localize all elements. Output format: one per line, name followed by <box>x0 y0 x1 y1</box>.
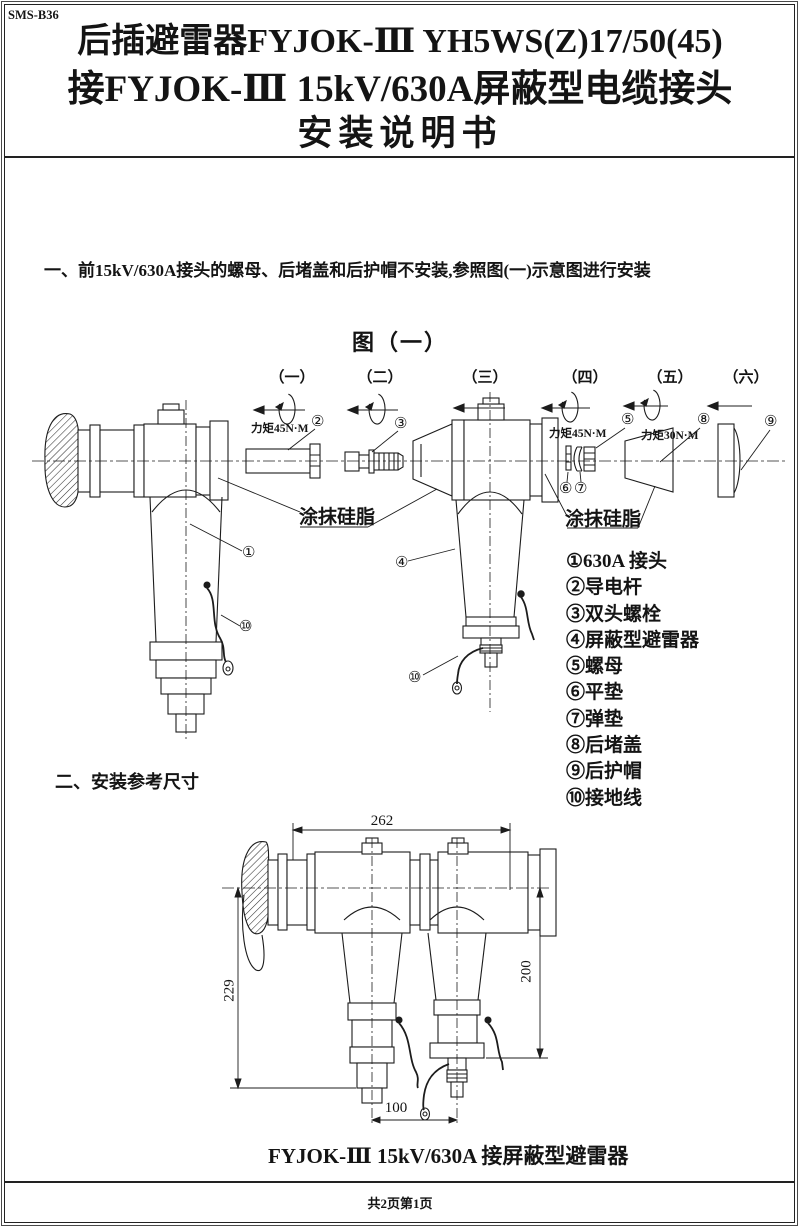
legend-item: ⑨后护帽 <box>566 761 643 783</box>
step-label-3: （三） <box>462 370 508 386</box>
section2-heading: 二、安装参考尺寸 <box>55 772 199 792</box>
callout-8: ⑧ <box>697 412 711 428</box>
legend-item: ⑧后堵盖 <box>566 735 643 757</box>
legend-item: ④屏蔽型避雷器 <box>566 629 700 651</box>
callout-7: ⑦ <box>574 481 588 497</box>
legend-item: ⑥平垫 <box>566 682 624 704</box>
ground-wire-connector <box>203 581 234 676</box>
step-label-6: （六） <box>723 370 769 386</box>
page-number: 共2页第1页 <box>367 1196 433 1211</box>
page-inner-border <box>4 4 795 1223</box>
legend-item: ⑦弹垫 <box>566 708 624 730</box>
header-separator <box>5 156 795 158</box>
step-label-5: （五） <box>647 370 693 386</box>
callout-3: ③ <box>394 416 408 432</box>
grease-label-right: 涂抹硅脂 <box>565 509 642 530</box>
footer-separator <box>5 1181 795 1183</box>
step-label-1: （一） <box>269 370 315 386</box>
legend-item: ⑤螺母 <box>566 656 624 678</box>
dim-spacing: 100 <box>384 1100 408 1116</box>
figure1-title: 图（一） <box>351 330 448 355</box>
torque-label-2: 力矩45N·M <box>549 428 607 440</box>
legend-item: ②导电杆 <box>566 577 643 599</box>
cable-end <box>44 413 80 508</box>
spring-washer <box>573 446 583 472</box>
direction-arrows <box>252 401 752 415</box>
leader-lines <box>189 427 771 676</box>
callout-6: ⑥ <box>559 481 573 497</box>
hex-nut <box>583 446 596 472</box>
arrester-body <box>412 397 559 503</box>
callout-9: ⑨ <box>764 414 778 430</box>
arrester-leg <box>455 491 525 668</box>
stud-bolt <box>344 449 404 474</box>
torque-label-1: 力矩45N·M <box>251 423 309 435</box>
callout-4: ④ <box>395 555 409 571</box>
cable-droop <box>242 894 265 972</box>
legend-item: ③双头螺栓 <box>566 603 662 625</box>
callout-5: ⑤ <box>621 412 635 428</box>
dim-height-right: 200 <box>518 960 535 983</box>
title-line1: 后插避雷器FYJOK-Ⅲ YH5WS(Z)17/50(45) <box>77 23 723 60</box>
doc-code: SMS-B36 <box>8 8 59 22</box>
ground-wire-left <box>395 1016 419 1089</box>
figure2-caption: FYJOK-Ⅲ 15kV/630A 接屏蔽型避雷器 <box>268 1144 629 1168</box>
step-label-2: （二） <box>357 370 403 386</box>
connector-arm <box>77 403 229 501</box>
figure1-exploded-view <box>32 389 788 742</box>
figure2-assembled-view <box>222 823 557 1126</box>
dimension-lines <box>230 823 548 1124</box>
dim-height-left: 229 <box>221 979 238 1002</box>
legend-item: ①630A 接头 <box>566 551 667 572</box>
section1-heading: 一、前15kV/630A接头的螺母、后堵盖和后护帽不安装,参照图(一)示意图进行… <box>44 261 651 280</box>
callout-10-left: ⑩ <box>239 619 253 635</box>
rotation-arrows <box>274 389 661 425</box>
legend-item: ⑩接地线 <box>566 787 643 809</box>
title-line2: 接FYJOK-Ⅲ 15kV/630A屏蔽型电缆接头 <box>67 69 733 110</box>
callout-1: ① <box>242 545 256 561</box>
torque-label-3: 力矩30N·M <box>641 430 699 442</box>
callout-2: ② <box>311 414 325 430</box>
flat-washer <box>565 445 572 471</box>
rear-plug-cover <box>624 427 674 493</box>
step-label-4: （四） <box>562 370 608 386</box>
rear-cap <box>717 423 741 498</box>
callout-10-right: ⑩ <box>408 670 422 686</box>
title-line3: 安装说明书 <box>297 114 503 153</box>
grease-label-left: 涂抹硅脂 <box>299 507 376 528</box>
ground-wire-arrester <box>451 590 535 695</box>
connector-leg <box>149 489 223 733</box>
dim-total-length: 262 <box>370 813 394 829</box>
assembled-arm <box>267 837 557 937</box>
parts-legend: ①630A 接头 ②导电杆 ③双头螺栓 ④屏蔽型避雷器 ⑤螺母 ⑥平垫 ⑦弹垫 … <box>566 549 699 812</box>
